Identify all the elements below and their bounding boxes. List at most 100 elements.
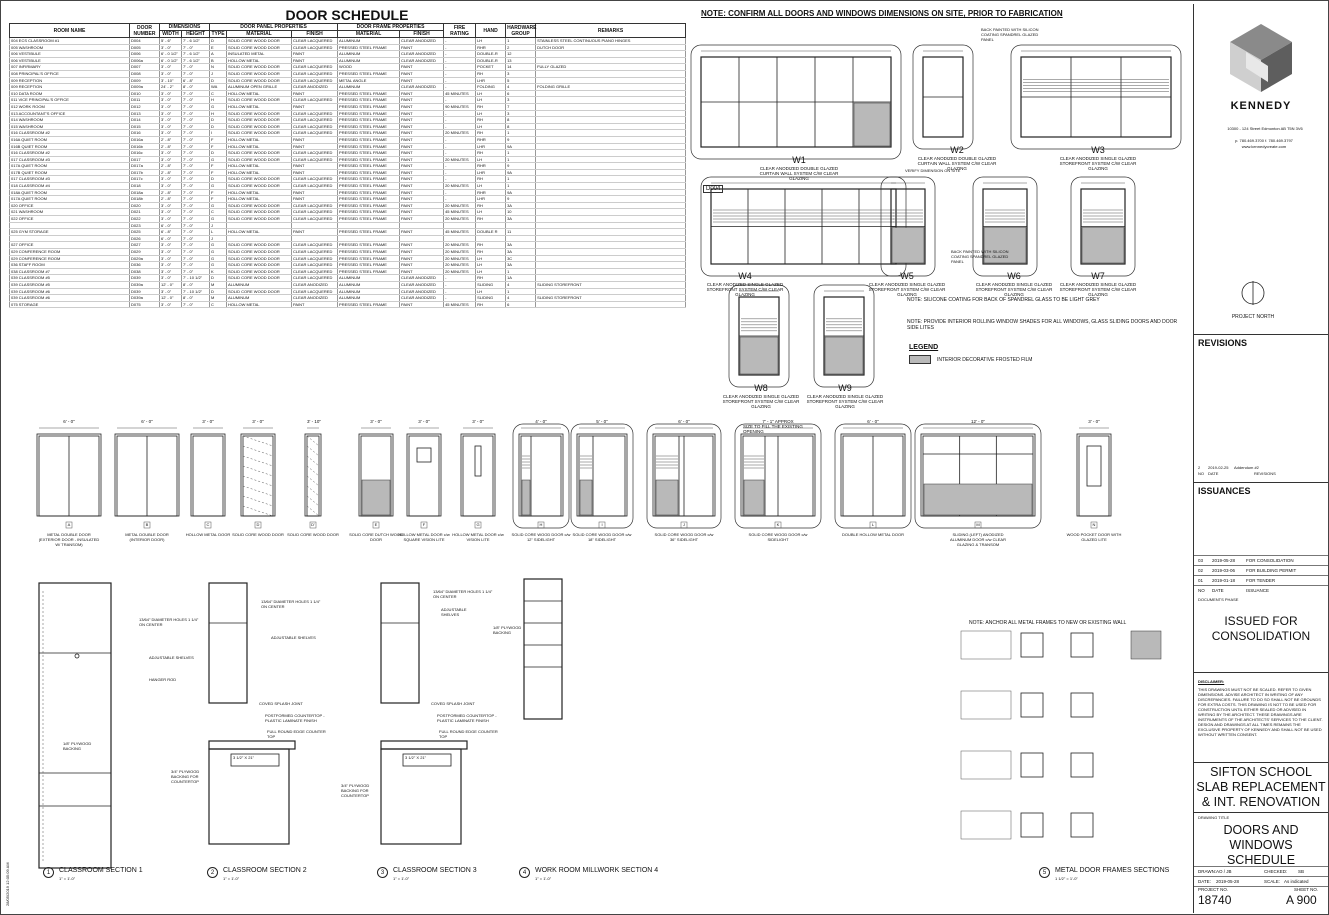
disclaimer-text: THIS DRAWINGS MUST NOT BE SCALED. REFER … [1198, 687, 1323, 737]
table-cell: F [209, 136, 228, 144]
table-cell: 4 [505, 294, 537, 302]
door-type-letter: A [67, 522, 71, 527]
table-cell: D [209, 77, 228, 85]
table-cell: CLEAR LACQUERED [291, 268, 339, 276]
table-cell: CLEAR LACQUERED [291, 215, 339, 223]
door-type-caption: METAL DOUBLE DOOR (EXTERIOR DOOR - INSUL… [38, 532, 100, 547]
table-cell: ALUMINUM [226, 281, 293, 289]
table-cell: D017c [129, 175, 160, 184]
table-cell: 016B QUIET ROOM [9, 143, 130, 151]
frame-profile [1070, 692, 1094, 718]
section-scale: 1" = 1'-0" [535, 876, 552, 881]
door-width-dim: 3' - 0" [370, 419, 382, 424]
table-cell: 7' - 0" [180, 103, 211, 111]
group-header: DOOR FRAME PROPERTIES [337, 23, 445, 31]
revision-cloud [912, 44, 974, 150]
table-cell: RH [475, 274, 507, 282]
table-cell: 8' - 0" [180, 294, 211, 302]
revision-cloud [1010, 44, 1182, 150]
table-cell: 9A [505, 189, 537, 197]
checked-value: SB [1298, 869, 1305, 874]
table-cell: SOLID CORE WOOD DOOR [226, 182, 293, 190]
table-cell: 036 STAFF ROOM [9, 261, 130, 269]
table-cell: PAINT [399, 90, 445, 98]
table-cell: HOLLOW METAL [226, 169, 293, 177]
table-cell: 014 WASHROOM [9, 116, 130, 124]
table-cell: 20 MINUTES [443, 182, 477, 190]
door-leaf [1078, 435, 1110, 517]
table-cell: 1 [505, 268, 537, 276]
door-leaf [306, 435, 320, 517]
table-cell: PAINT [291, 143, 339, 151]
firm-address: 10300 - 124 Street Edmonton AB T5N 3V6 [1227, 126, 1303, 131]
table-cell: 010 DATA ROOM [9, 90, 130, 98]
table-cell: PAINT [291, 189, 339, 197]
table-cell: RHR [475, 189, 507, 197]
table-cell: HOLLOW METAL [226, 57, 293, 65]
table-cell: 7' - 0" [180, 156, 211, 164]
vision-lite [1086, 445, 1102, 487]
table-cell: 7' - 0" [180, 110, 211, 118]
table-cell [535, 90, 687, 98]
drawing-title-label: DRAWING TITLE [1198, 815, 1230, 820]
door-width-dim: 4' - 0" [535, 419, 547, 424]
table-cell: PAINT [291, 103, 339, 111]
table-cell: ALUMINUM [337, 274, 401, 282]
door-width-dim: 3' - 0" [418, 419, 430, 424]
table-cell: 008 PRINCIPAL'S OFFICE [9, 70, 130, 78]
lower-cabinet [380, 748, 462, 845]
table-cell: RH [475, 215, 507, 223]
table-cell: G [209, 248, 228, 256]
issuance-cell: FOR TENDER [1246, 578, 1276, 583]
table-cell: - [443, 77, 477, 85]
table-cell: PAINT [291, 301, 339, 309]
table-cell: RH [475, 70, 507, 78]
table-cell: 6' - 0 1/2" [159, 57, 182, 65]
lower-cabinet [208, 748, 290, 845]
table-cell: H [209, 96, 228, 104]
table-cell: 009 RECEPTION [9, 83, 130, 91]
table-cell [535, 143, 687, 151]
door-type-letter: D' [311, 522, 315, 527]
dutch-lower [361, 479, 391, 516]
splash-note: COVED SPLASH JOINT [431, 701, 475, 706]
frame-profile [1070, 632, 1094, 658]
countertop [380, 740, 468, 750]
table-cell: CLEAR LACQUERED [291, 77, 339, 85]
table-cell: 9A [505, 169, 537, 177]
table-cell: PRESSED STEEL FRAME [337, 208, 401, 217]
wood-grain [306, 455, 320, 467]
verify-note: VERIFY DIMENSION ON SITE [905, 168, 961, 173]
table-cell: PAINT [399, 136, 445, 144]
table-cell: 3A [505, 261, 537, 269]
table-cell: D [209, 175, 228, 184]
issuance-cell: 2019-01-18 [1212, 578, 1236, 583]
table-cell: 20 MINUTES [443, 255, 477, 263]
table-cell: PAINT [399, 202, 445, 210]
table-cell: 1 [505, 129, 537, 137]
table-cell: M [209, 294, 228, 302]
table-cell: CLEAR LACQUERED [291, 248, 339, 256]
table-cell [535, 301, 687, 309]
table-cell: PAINT [399, 182, 445, 190]
table-cell: LH [475, 123, 507, 131]
table-cell: D039a [129, 294, 160, 302]
firm-phone: p. 780.469.3700 f. 780.469.3797 [1235, 138, 1293, 143]
col-header: MATERIAL [337, 30, 401, 38]
revision-desc: Addendum #2 [1234, 465, 1259, 470]
table-cell: SOLID CORE WOOD DOOR [226, 44, 293, 52]
table-cell [399, 222, 445, 230]
table-cell: RH [475, 301, 507, 309]
table-cell [535, 255, 687, 263]
table-cell: SOLID CORE WOOD DOOR [226, 268, 293, 276]
table-cell: PRESSED STEEL FRAME [337, 156, 401, 164]
table-cell: HOLLOW METAL [226, 90, 293, 98]
table-cell: SOLID CORE WOOD DOOR [226, 63, 293, 71]
table-cell: PAINT [399, 96, 445, 104]
door-type-caption: SOLID CORE WOOD DOOR c/w 12" SIDELIGHT [511, 532, 571, 542]
